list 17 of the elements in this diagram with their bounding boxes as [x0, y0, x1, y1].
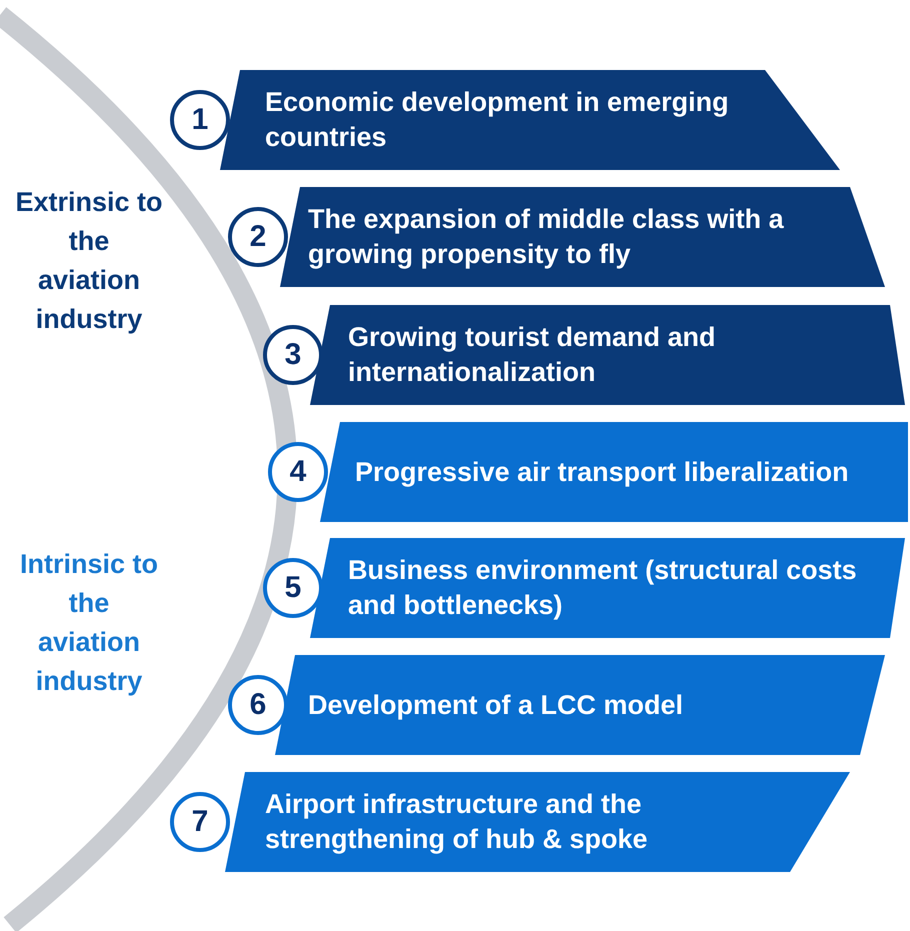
step-number: 4 [268, 442, 328, 502]
step-number: 6 [228, 675, 288, 735]
factor-text: Development of a LCC model [308, 688, 684, 722]
factor-text: Growing tourist demand and internationalization [348, 321, 717, 389]
factor-text: Progressive air transport liberalization [355, 456, 849, 489]
factor-band [320, 422, 908, 522]
category-label: Intrinsic to the aviation industry [18, 548, 159, 698]
factor-text: The expansion of middle class with a growing propensity to fly [308, 203, 785, 271]
step-number: 7 [170, 792, 230, 852]
step-number: 2 [228, 207, 288, 267]
factor-text: Economic development in emerging countries [265, 86, 730, 154]
factor-text: Business environment (structural costs and bottlenecks) [348, 554, 858, 622]
factor-text: Airport infrastructure and the strengthening of hub & spoke [265, 788, 648, 856]
step-number: 1 [170, 90, 230, 150]
factor-band [225, 772, 850, 872]
factor-band [280, 187, 885, 287]
category-label: Extrinsic to the aviation industry [14, 186, 164, 336]
